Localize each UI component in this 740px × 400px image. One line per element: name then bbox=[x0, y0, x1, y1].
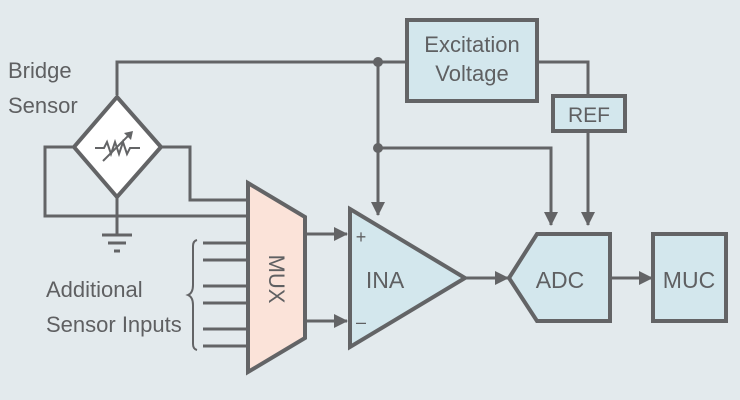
wire-junction-to-adc bbox=[378, 146, 558, 226]
wire-bridge-top-to-excitation bbox=[115, 60, 406, 95]
bridge-sensor bbox=[71, 93, 164, 201]
ina-label: INA bbox=[366, 267, 405, 293]
ground-icon bbox=[102, 233, 132, 253]
adc-label: ADC bbox=[536, 267, 585, 293]
additional-inputs-label-line2: Sensor Inputs bbox=[46, 312, 182, 337]
additional-inputs-label-line1: Additional bbox=[46, 277, 143, 302]
wire-bridge-right-to-mux bbox=[160, 145, 247, 202]
mux-label: MUX bbox=[264, 255, 289, 304]
adc-block: ADC bbox=[506, 232, 612, 323]
excitation-voltage-block: Excitation Voltage bbox=[405, 18, 539, 103]
additional-input-lines bbox=[203, 241, 247, 348]
ref-block: REF bbox=[551, 94, 627, 133]
ina-plus-label: + bbox=[356, 227, 367, 247]
bridge-sensor-label-line2: Sensor bbox=[8, 93, 78, 118]
ina-block: + – INA bbox=[348, 205, 469, 351]
wire-bridge-left-to-mux bbox=[43, 145, 247, 218]
junction-dot-mid bbox=[373, 143, 383, 153]
ina-minus-label: – bbox=[356, 312, 366, 332]
excitation-label-line1: Excitation bbox=[424, 32, 519, 57]
ref-label: REF bbox=[568, 104, 610, 127]
wire-excitation-to-ref bbox=[516, 60, 590, 95]
bridge-sensor-label-line1: Bridge bbox=[8, 58, 72, 83]
curly-brace-icon bbox=[185, 239, 198, 351]
mux-block: MUX bbox=[246, 179, 307, 376]
excitation-label-line2: Voltage bbox=[435, 61, 508, 86]
muc-block: MUC bbox=[651, 232, 728, 323]
muc-label: MUC bbox=[663, 267, 715, 293]
junction-dot-top bbox=[373, 57, 383, 67]
variable-resistor-icon bbox=[95, 131, 140, 162]
